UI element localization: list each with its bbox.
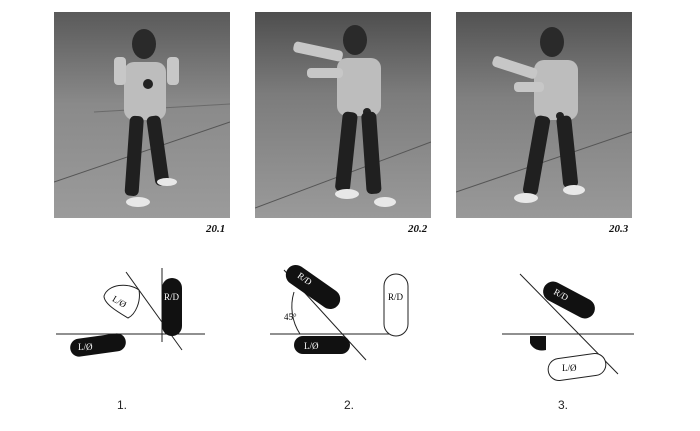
footwork-diagrams: L/Ø R/D L/Ø 45° R/D L/Ø R/D R/D L/Ø xyxy=(56,264,634,382)
diagram-3: R/D L/Ø xyxy=(502,273,634,382)
diagram-2: 45° R/D L/Ø R/D xyxy=(270,264,409,361)
foot-left-solid xyxy=(294,336,350,354)
photo-20-1 xyxy=(54,12,230,218)
photo-20-3 xyxy=(456,12,632,218)
foot-right-solid xyxy=(162,278,182,336)
angle-label: 45° xyxy=(284,312,297,322)
foot-label: L/Ø xyxy=(562,363,577,373)
diagram-number: 3. xyxy=(558,398,569,412)
diagram-number: 2. xyxy=(344,398,355,412)
diagram-1: L/Ø R/D L/Ø xyxy=(56,268,205,357)
foot-label: L/Ø xyxy=(304,341,319,351)
foot-left-outline xyxy=(547,352,607,382)
photo-20-2 xyxy=(255,12,431,218)
photo-caption: 20.2 xyxy=(408,223,428,235)
foot-right-outline xyxy=(383,273,409,337)
foot-right-solid xyxy=(285,264,341,310)
photo-caption: 20.1 xyxy=(206,223,226,235)
foot-outline-left xyxy=(103,284,140,319)
foot-heel-solid xyxy=(530,336,546,351)
foot-label: R/D xyxy=(388,292,404,302)
photo-caption: 20.3 xyxy=(609,223,629,235)
foot-right-solid xyxy=(543,281,595,319)
foot-label: R/D xyxy=(164,292,180,302)
foot-left-solid xyxy=(70,333,126,357)
diagram-number: 1. xyxy=(117,398,128,412)
foot-label: L/Ø xyxy=(78,342,93,352)
